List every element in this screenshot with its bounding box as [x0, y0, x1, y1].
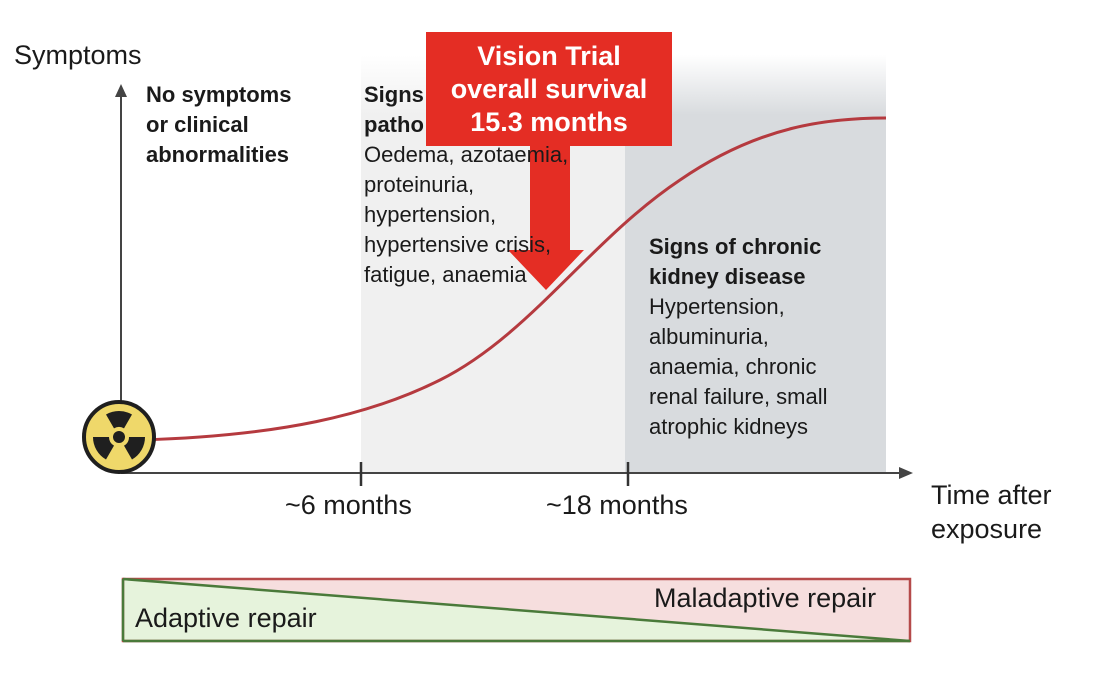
callout-arrow-head [508, 250, 584, 290]
phase-1-title: No symptoms or clinical abnormalities [146, 82, 292, 167]
phase-3-title: Signs of chronic kidney disease [649, 234, 822, 289]
vision-trial-callout: Vision Trial overall survival 15.3 month… [426, 32, 672, 146]
phase-2-title: Signs patho [364, 82, 424, 137]
maladaptive-repair-label: Maladaptive repair [654, 583, 877, 613]
callout-arrow-shaft [530, 144, 570, 252]
y-axis-label: Symptoms [14, 40, 142, 70]
symptom-curve [139, 116, 887, 442]
phase-2-body: Oedema, azotaemia, proteinuria, hyperten… [364, 142, 569, 287]
y-axis-arrowhead [115, 84, 127, 97]
phase-2-text: Signs patho Oedema, azotaemia, proteinur… [364, 80, 568, 290]
phase-3-text: Signs of chronic kidney disease Hyperten… [649, 232, 828, 442]
radiation-icon [82, 400, 156, 474]
x-axis-label: Time after exposure [931, 480, 1052, 544]
phase-3-body: Hypertension, albuminuria, anaemia, chro… [649, 294, 828, 439]
tick-label-18-months: ~18 months [546, 490, 688, 520]
x-axis-arrowhead [899, 467, 913, 479]
adaptive-repair-label: Adaptive repair [135, 603, 317, 633]
tick-label-6-months: ~6 months [285, 490, 412, 520]
repair-bar-diagonal [122, 577, 911, 643]
